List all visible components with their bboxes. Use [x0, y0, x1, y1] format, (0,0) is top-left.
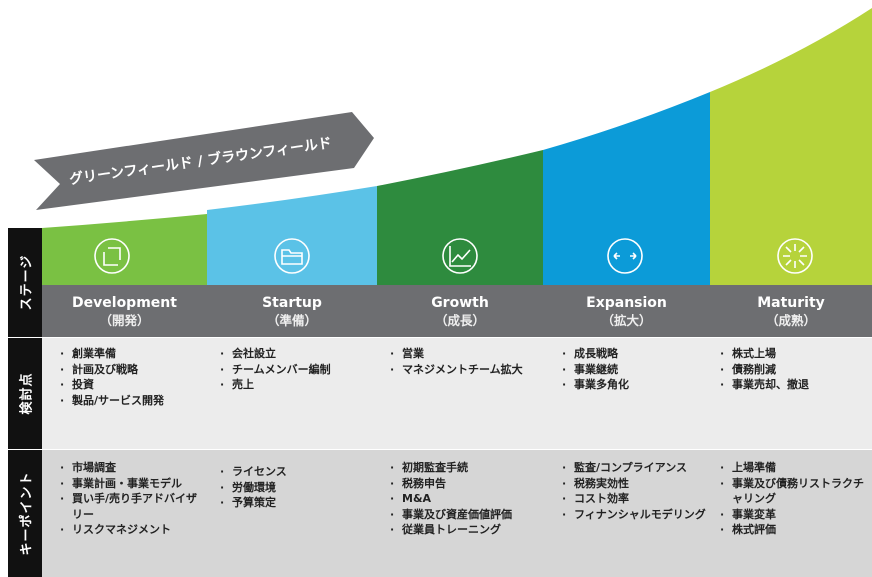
stage-name-en: Maturity [757, 295, 825, 311]
list-item: 債務削減 [718, 362, 868, 378]
key-points-row-label: キーポイント [8, 450, 42, 577]
list-item: 初期監査手続 [388, 460, 548, 476]
sunburst-icon [777, 238, 813, 274]
list-item: 監査/コンプライアンス [560, 460, 720, 476]
bar-growth [377, 150, 543, 285]
list-item: 労働環境 [218, 480, 368, 496]
list-item: チームメンバー編制 [218, 362, 376, 378]
considerations-list-startup: 会社設立 チームメンバー編制 売上 [218, 346, 376, 393]
list-item: 投資 [58, 377, 206, 393]
stage-name-en: Growth [431, 295, 489, 311]
list-item: 会社設立 [218, 346, 376, 362]
folder-icon [274, 238, 310, 274]
list-item: 営業 [388, 346, 542, 362]
list-item: リスクマネジメント [58, 522, 203, 538]
bar-expansion [543, 92, 710, 285]
stage-name-maturity: Maturity （成熟） [710, 295, 872, 329]
list-item: 事業継続 [560, 362, 710, 378]
list-item: 事業多角化 [560, 377, 710, 393]
list-item: 上場準備 [718, 460, 868, 476]
bar-startup [207, 186, 377, 285]
key-points-list-startup: ライセンス 労働環境 予算策定 [218, 464, 368, 511]
stage-name-startup: Startup （準備） [207, 295, 377, 329]
bar-maturity [710, 8, 872, 285]
key-points-list-growth: 初期監査手続 税務申告 M&A 事業及び資産価値評価 従業員トレーニング [388, 460, 548, 538]
list-item: 計画及び戦略 [58, 362, 206, 378]
stage-name-jp: （成長） [434, 313, 485, 328]
stage-row-label: ステージ [8, 228, 42, 337]
list-item: 製品/サービス開発 [58, 393, 206, 409]
stage-name-jp: （開発） [99, 313, 150, 328]
considerations-list-growth: 営業 マネジメントチーム拡大 [388, 346, 542, 377]
key-points-list-development: 市場調査 事業計画・事業モデル 買い手/売り手アドバイザリー リスクマネジメント [58, 460, 203, 538]
stage-name-jp: （成熟） [765, 313, 816, 328]
list-item: 市場調査 [58, 460, 203, 476]
list-item: 事業及び資産価値評価 [388, 507, 548, 523]
stage-name-jp: （拡大） [601, 313, 652, 328]
expand-arrows-icon [607, 238, 643, 274]
considerations-list-maturity: 株式上場 債務削減 事業売却、撤退 [718, 346, 868, 393]
list-item: 事業売却、撤退 [718, 377, 868, 393]
considerations-list-development: 創業準備 計画及び戦略 投資 製品/サービス開発 [58, 346, 206, 408]
stage-name-growth: Growth （成長） [377, 295, 543, 329]
list-item: 事業計画・事業モデル [58, 476, 203, 492]
stage-name-jp: （準備） [266, 313, 317, 328]
stage-name-row [42, 285, 872, 337]
considerations-row-label-text: 検討点 [19, 372, 35, 415]
stage-row-label-text: ステージ [19, 254, 35, 311]
stage-name-expansion: Expansion （拡大） [543, 295, 710, 329]
key-points-list-expansion: 監査/コンプライアンス 税務実効性 コスト効率 フィナンシャルモデリング [560, 460, 720, 522]
greenfield-banner [34, 112, 374, 210]
list-item: 事業変革 [718, 507, 868, 523]
list-item: マネジメントチーム拡大 [388, 362, 542, 378]
list-item: コスト効率 [560, 491, 720, 507]
list-item: 株式上場 [718, 346, 868, 362]
line-chart-icon [442, 238, 478, 274]
list-item: ライセンス [218, 464, 368, 480]
considerations-row-label: 検討点 [8, 338, 42, 449]
stage-name-en: Startup [262, 295, 322, 311]
development-icon [94, 238, 130, 274]
list-item: 創業準備 [58, 346, 206, 362]
list-item: M&A [388, 491, 548, 507]
bar-development [42, 214, 207, 285]
considerations-list-expansion: 成長戦略 事業継続 事業多角化 [560, 346, 710, 393]
list-item: 予算策定 [218, 495, 368, 511]
list-item: 従業員トレーニング [388, 522, 548, 538]
list-item: 売上 [218, 377, 376, 393]
stage-name-development: Development （開発） [42, 295, 207, 329]
list-item: フィナンシャルモデリング [560, 507, 720, 523]
list-item: 成長戦略 [560, 346, 710, 362]
list-item: 事業及び債務リストラクチャリング [718, 476, 868, 507]
list-item: 税務実効性 [560, 476, 720, 492]
list-item: 株式評価 [718, 522, 868, 538]
stage-name-en: Expansion [586, 295, 667, 311]
key-points-list-maturity: 上場準備 事業及び債務リストラクチャリング 事業変革 株式評価 [718, 460, 868, 538]
key-points-row-label-text: キーポイント [19, 471, 35, 556]
list-item: 税務申告 [388, 476, 548, 492]
stage-name-en: Development [72, 295, 177, 311]
list-item: 買い手/売り手アドバイザリー [58, 491, 203, 522]
